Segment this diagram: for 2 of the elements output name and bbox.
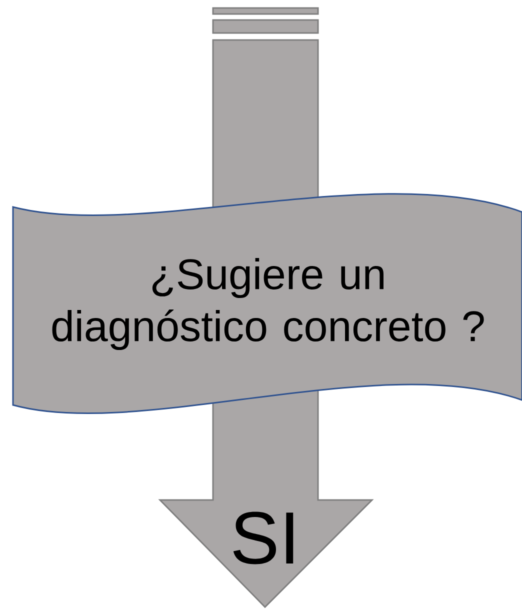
wavy-banner: ¿Sugiere un diagnóstico concreto ? <box>12 193 522 414</box>
arrow-label: SI <box>233 512 294 564</box>
